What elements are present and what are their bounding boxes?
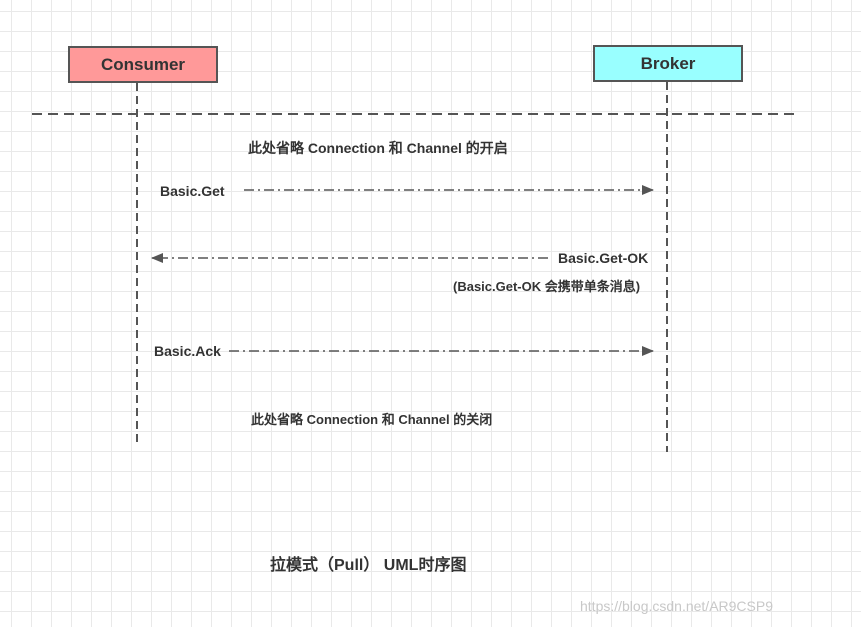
consumer-actor-label: Consumer: [100, 54, 186, 74]
diagram-caption: 拉模式（Pull） UML时序图: [270, 557, 467, 574]
consumer-actor-box: Consumer: [68, 46, 218, 83]
watermark: https://blog.csdn.net/AR9CSP9: [580, 598, 773, 614]
message-label-basic-get: Basic.Get: [160, 183, 225, 199]
note-connection-close: 此处省略 Connection 和 Channel 的关闭: [251, 412, 493, 427]
broker-actor-label: Broker: [640, 53, 696, 73]
broker-actor-box: Broker: [593, 45, 743, 82]
message-label-basic-get-ok: Basic.Get-OK: [558, 250, 649, 266]
message-detail-basic-get-ok: (Basic.Get-OK 会携带单条消息): [453, 279, 641, 294]
note-connection-open: 此处省略 Connection 和 Channel 的开启: [248, 140, 508, 156]
message-label-basic-ack: Basic.Ack: [154, 343, 221, 359]
